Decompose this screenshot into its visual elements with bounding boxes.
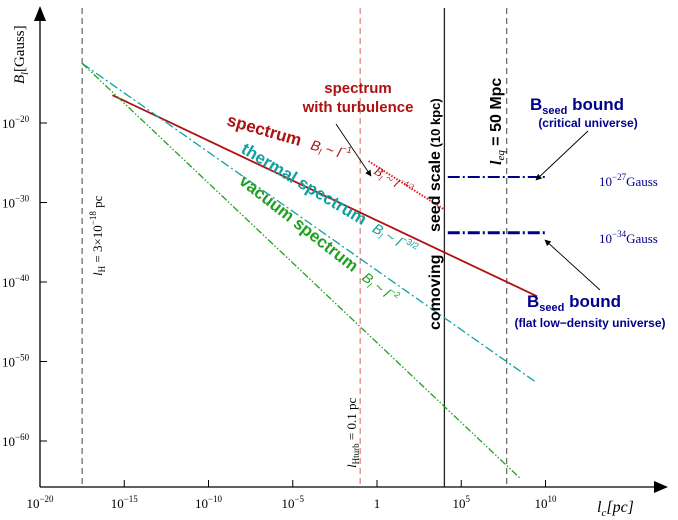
y-axis-ticks: 10−20 10−30 10−40 10−50 10−60: [2, 114, 47, 449]
flat-bound-title: Bseed bound: [527, 292, 621, 314]
seed-scale-label-1: comoving: [427, 254, 444, 330]
series-turbulence: [368, 160, 445, 211]
x-axis-arrow: [654, 481, 668, 493]
turbulence-title-line1: spectrum: [324, 80, 392, 97]
x-tick-label: 10−20: [26, 494, 54, 511]
x-tick-label: 1010: [535, 494, 558, 511]
turbulence-law-label: Bl ~ l−4/3: [370, 161, 416, 200]
x-axis-label: lc[pc]: [597, 499, 634, 519]
seed-scale-label-2: seed scale (10 kpc): [427, 98, 444, 232]
gauss-flat-label: 10−34Gauss: [599, 229, 658, 246]
turbulence-arrow: [335, 123, 372, 177]
y-axis-label: Bl[Gauss]: [12, 25, 31, 84]
series-thermal: [81, 62, 538, 384]
leq-label: leq = 50 Mpc: [488, 78, 507, 165]
x-tick-label: 105: [453, 494, 471, 511]
critical-bound-title: Bseed bound: [530, 95, 624, 117]
gauss-critical-label: 10−27Gauss: [599, 172, 658, 189]
flat-bound-note: (flat low−density universe): [514, 316, 665, 330]
x-tick-label: 1: [374, 496, 381, 511]
series-spectrum: [112, 94, 538, 298]
y-tick-label: 10−50: [2, 353, 30, 370]
data-series: [81, 62, 538, 479]
x-tick-label: 10−5: [281, 494, 304, 511]
y-tick-label: 10−60: [2, 432, 30, 449]
lturb-label: lHturb = 0.1 pc: [344, 398, 361, 468]
vertical-reference-lines: [81, 8, 508, 487]
y-tick-label: 10−30: [2, 194, 30, 211]
y-tick-label: 10−40: [2, 273, 30, 290]
x-tick-label: 10−10: [195, 494, 223, 511]
critical-bound-note: (critical universe): [538, 116, 637, 130]
y-tick-label: 10−20: [2, 114, 30, 131]
lH-label: lH = 3×10−18 pc: [88, 195, 107, 276]
seed-bound-lines: [447, 176, 548, 235]
critical-bound-arrow: [535, 130, 589, 181]
x-tick-label: 10−15: [111, 494, 139, 511]
y-axis-arrow: [34, 6, 46, 21]
series-vacuum: [81, 62, 521, 479]
x-axis-ticks: 10−20 10−15 10−10 10−5 1 105 1010: [26, 480, 557, 511]
turbulence-title-line2: with turbulence: [302, 99, 414, 116]
flat-bound-arrow: [544, 239, 601, 291]
